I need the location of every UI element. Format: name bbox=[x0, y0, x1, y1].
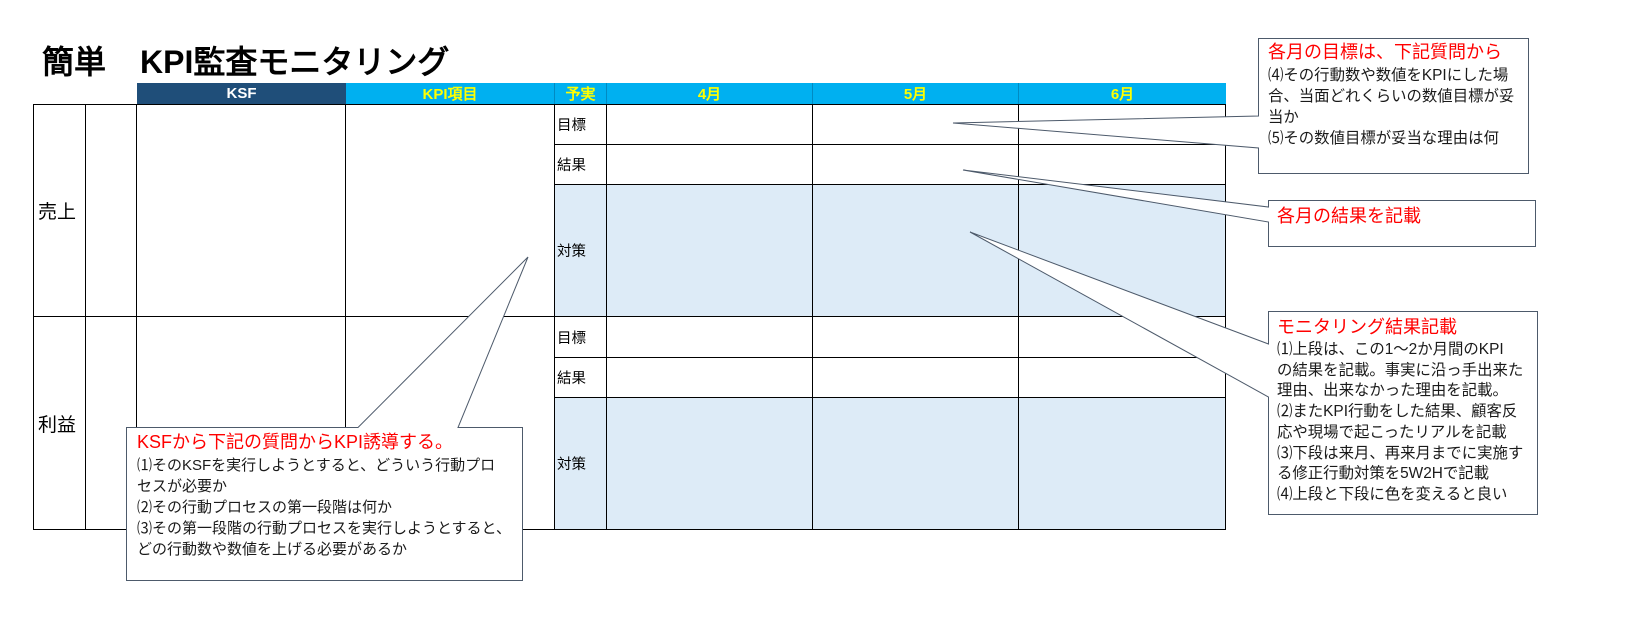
callout-monitoring-result-shape bbox=[969, 231, 1538, 515]
profit-target-may-cell[interactable] bbox=[813, 317, 1019, 358]
callout-title: 各月の結果を記載 bbox=[1277, 206, 1421, 226]
callout-line: ⑸その数値目標が妥当な理由は何 bbox=[1268, 130, 1499, 147]
callout-monthly-target[interactable]: 各月の目標は、下記質問から ⑷その行動数や数値をKPIにした場 合、当面どれくら… bbox=[1259, 39, 1527, 173]
sales-result-jun-cell[interactable] bbox=[1019, 145, 1226, 185]
callout-line: セスが必要か bbox=[137, 477, 228, 495]
profit-result-jun-cell[interactable] bbox=[1019, 358, 1226, 398]
callout-monthly-result-shape bbox=[962, 169, 1536, 247]
callout-line: どの行動数や数値を上げる必要があるか bbox=[137, 540, 408, 558]
header-plan-actual[interactable]: 予実 bbox=[555, 83, 607, 104]
callout-monthly-result[interactable]: 各月の結果を記載 bbox=[1269, 201, 1535, 246]
callout-line: の結果を記載。事実に沿っ手出来た bbox=[1277, 361, 1524, 379]
header-month-may[interactable]: 5月 bbox=[813, 83, 1019, 104]
callout-ksf-to-kpi-shape bbox=[126, 256, 529, 581]
page-title-prefix: 簡単 bbox=[42, 44, 107, 80]
sales-target-label[interactable]: 目標 bbox=[555, 104, 607, 145]
callout-line: ⑵その行動プロセスの第一段階は何か bbox=[137, 498, 393, 516]
callout-title: モニタリング結果記載 bbox=[1277, 317, 1457, 337]
callout-line: ⑷上段と下段に色を変えると良い bbox=[1277, 485, 1508, 503]
callout-line: 理由、出来なかった理由を記載。 bbox=[1277, 382, 1508, 400]
page-title: KPI監査モニタリング bbox=[140, 44, 450, 80]
callout-title: 各月の目標は、下記質問から bbox=[1268, 42, 1502, 62]
sales-countermeasure-may-cell[interactable] bbox=[813, 185, 1019, 317]
callout-line: 合、当面どれくらいの数値目標が妥 bbox=[1268, 88, 1515, 105]
callout-monitoring-result[interactable]: モニタリング結果記載 ⑴上段は、この1～2か月間のKPI の結果を記載。事実に沿… bbox=[1269, 312, 1537, 514]
sales-result-may-cell[interactable] bbox=[813, 145, 1019, 185]
profit-target-apr-cell[interactable] bbox=[607, 317, 813, 358]
profit-countermeasure-label[interactable]: 対策 bbox=[555, 398, 607, 530]
callout-line: ⑶下段は来月、再来月までに実施す bbox=[1277, 444, 1524, 462]
callout-line: 当か bbox=[1268, 109, 1299, 126]
profit-countermeasure-may-cell[interactable] bbox=[813, 398, 1019, 530]
sales-ksf-cell[interactable] bbox=[137, 104, 346, 317]
kpi-monitoring-table: KSF KPI項目 予実 4月 5月 6月 売上 目標 結果 対策 利益 目標 … bbox=[33, 83, 1226, 530]
callout-line: ⑴上段は、この1～2か月間のKPI bbox=[1277, 341, 1504, 358]
sales-result-apr-cell[interactable] bbox=[607, 145, 813, 185]
sales-group-label[interactable]: 売上 bbox=[33, 104, 86, 317]
sales-countermeasure-apr-cell[interactable] bbox=[607, 185, 813, 317]
sales-countermeasure-label[interactable]: 対策 bbox=[555, 185, 607, 317]
profit-result-apr-cell[interactable] bbox=[607, 358, 813, 398]
callout-line: ⑵またKPI行動をした結果、顧客反 bbox=[1277, 403, 1518, 421]
callout-line: ⑷その行動数や数値をKPIにした場 bbox=[1268, 67, 1509, 84]
sales-blank-cell[interactable] bbox=[86, 104, 137, 317]
callout-monthly-target-shape bbox=[952, 38, 1529, 174]
profit-target-label[interactable]: 目標 bbox=[555, 317, 607, 358]
sales-kpi-cell[interactable] bbox=[346, 104, 555, 317]
callout-line: る修正行動対策を5W2Hで記載 bbox=[1277, 465, 1490, 483]
callout-ksf-to-kpi[interactable]: KSFから下記の質問からKPI誘導する。 ⑴そのKSFを実行しようとすると、どう… bbox=[127, 428, 522, 580]
header-ksf[interactable]: KSF bbox=[137, 83, 346, 104]
profit-group-label[interactable]: 利益 bbox=[33, 317, 86, 530]
callout-title: KSFから下記の質問からKPI誘導する。 bbox=[137, 432, 454, 452]
profit-countermeasure-apr-cell[interactable] bbox=[607, 398, 813, 530]
profit-result-label[interactable]: 結果 bbox=[555, 358, 607, 398]
header-month-apr[interactable]: 4月 bbox=[607, 83, 813, 104]
callout-line: ⑶その第一段階の行動プロセスを実行しようとすると、 bbox=[137, 519, 511, 537]
profit-countermeasure-jun-cell[interactable] bbox=[1019, 398, 1226, 530]
callout-line: ⑴そのKSFを実行しようとすると、どういう行動プロ bbox=[137, 456, 496, 474]
header-kpi-item[interactable]: KPI項目 bbox=[346, 83, 555, 104]
header-month-jun[interactable]: 6月 bbox=[1019, 83, 1226, 104]
callout-line: 応や現場で起こったリアルを記載 bbox=[1277, 423, 1507, 441]
sales-target-apr-cell[interactable] bbox=[607, 104, 813, 145]
profit-result-may-cell[interactable] bbox=[813, 358, 1019, 398]
sales-result-label[interactable]: 結果 bbox=[555, 145, 607, 185]
